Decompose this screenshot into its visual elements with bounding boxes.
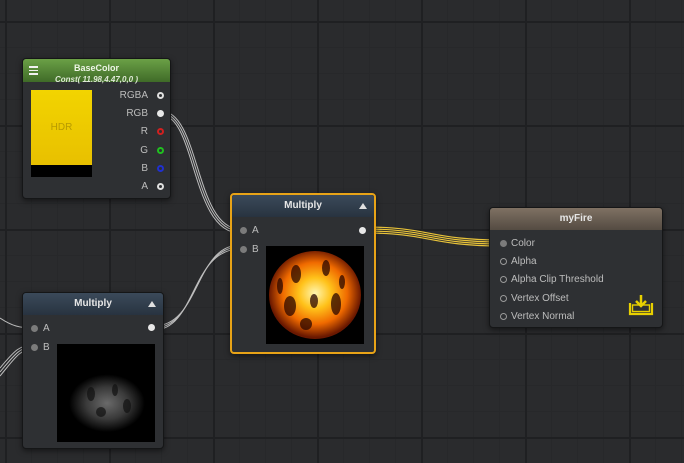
noise-preview [57,344,155,442]
input-label-alpha: Alpha [511,256,537,267]
fire-preview [266,246,364,344]
input-label-color: Color [511,238,535,249]
input-label-a: A [43,323,50,334]
input-port-color[interactable] [500,240,507,247]
input-label-a: A [252,225,259,236]
input-label-vertex-offset: Vertex Offset [511,293,569,304]
node-title: Multiply [284,200,322,211]
output-label-g: G [140,145,148,156]
output-port[interactable] [148,324,155,331]
preview-label: HDR [50,122,73,133]
input-port-vertex-offset[interactable] [500,295,507,302]
basecolor-header[interactable]: BaseColor Const( 11.98,4.47,0,0 ) [23,59,170,84]
output-label-rgba: RGBA [119,90,148,101]
myfire-output-node[interactable]: myFire Color Alpha Alpha Clip Threshold … [489,207,663,328]
node-subtitle: Const( 11.98,4.47,0,0 ) [55,75,138,84]
input-port-alpha-clip[interactable] [500,276,507,283]
collapse-arrow-icon[interactable] [359,203,367,209]
input-port-alpha[interactable] [500,258,507,265]
save-output-icon[interactable] [628,294,654,316]
output-port-rgb[interactable] [157,110,164,117]
wire-multiply-out-to-myfire-color [363,226,503,247]
output-label-rgb: RGB [126,108,148,119]
input-label-vertex-normal: Vertex Normal [511,311,575,322]
input-label-b: B [252,244,259,255]
input-port-b[interactable] [240,246,247,253]
output-port-b[interactable] [157,165,164,172]
output-port[interactable] [359,227,366,234]
output-label-b: B [141,163,148,174]
output-port-r[interactable] [157,128,164,135]
menu-icon[interactable] [29,66,38,77]
input-port-a[interactable] [240,227,247,234]
output-port-a[interactable] [157,183,164,190]
node-title: BaseColor [73,63,119,73]
fire-preview-image [269,251,361,339]
output-label-a: A [141,181,148,192]
input-port-b[interactable] [31,344,38,351]
input-port-a[interactable] [31,325,38,332]
basecolor-node[interactable]: BaseColor Const( 11.98,4.47,0,0 ) HDR RG… [22,58,171,199]
input-label-b: B [43,342,50,353]
multiply-header[interactable]: Multiply [23,293,163,315]
myfire-header[interactable]: myFire [490,208,662,230]
collapse-arrow-icon[interactable] [148,301,156,307]
node-title: myFire [559,213,593,224]
color-preview: HDR [31,90,92,177]
input-label-alpha-clip: Alpha Clip Threshold [511,274,604,285]
multiply-node-selected[interactable]: Multiply A B [230,193,376,354]
input-port-vertex-normal[interactable] [500,313,507,320]
wire-multiply-left-out-to-multiply-b [153,244,241,331]
output-port-rgba[interactable] [157,92,164,99]
output-label-r: R [140,126,148,137]
multiply-header[interactable]: Multiply [232,195,374,217]
node-title: Multiply [74,298,112,309]
multiply-node[interactable]: Multiply A B [22,292,164,449]
output-port-g[interactable] [157,147,164,154]
noise-preview-image [65,368,149,432]
wire-basecolor-rgb-to-multiply-a [160,110,241,234]
